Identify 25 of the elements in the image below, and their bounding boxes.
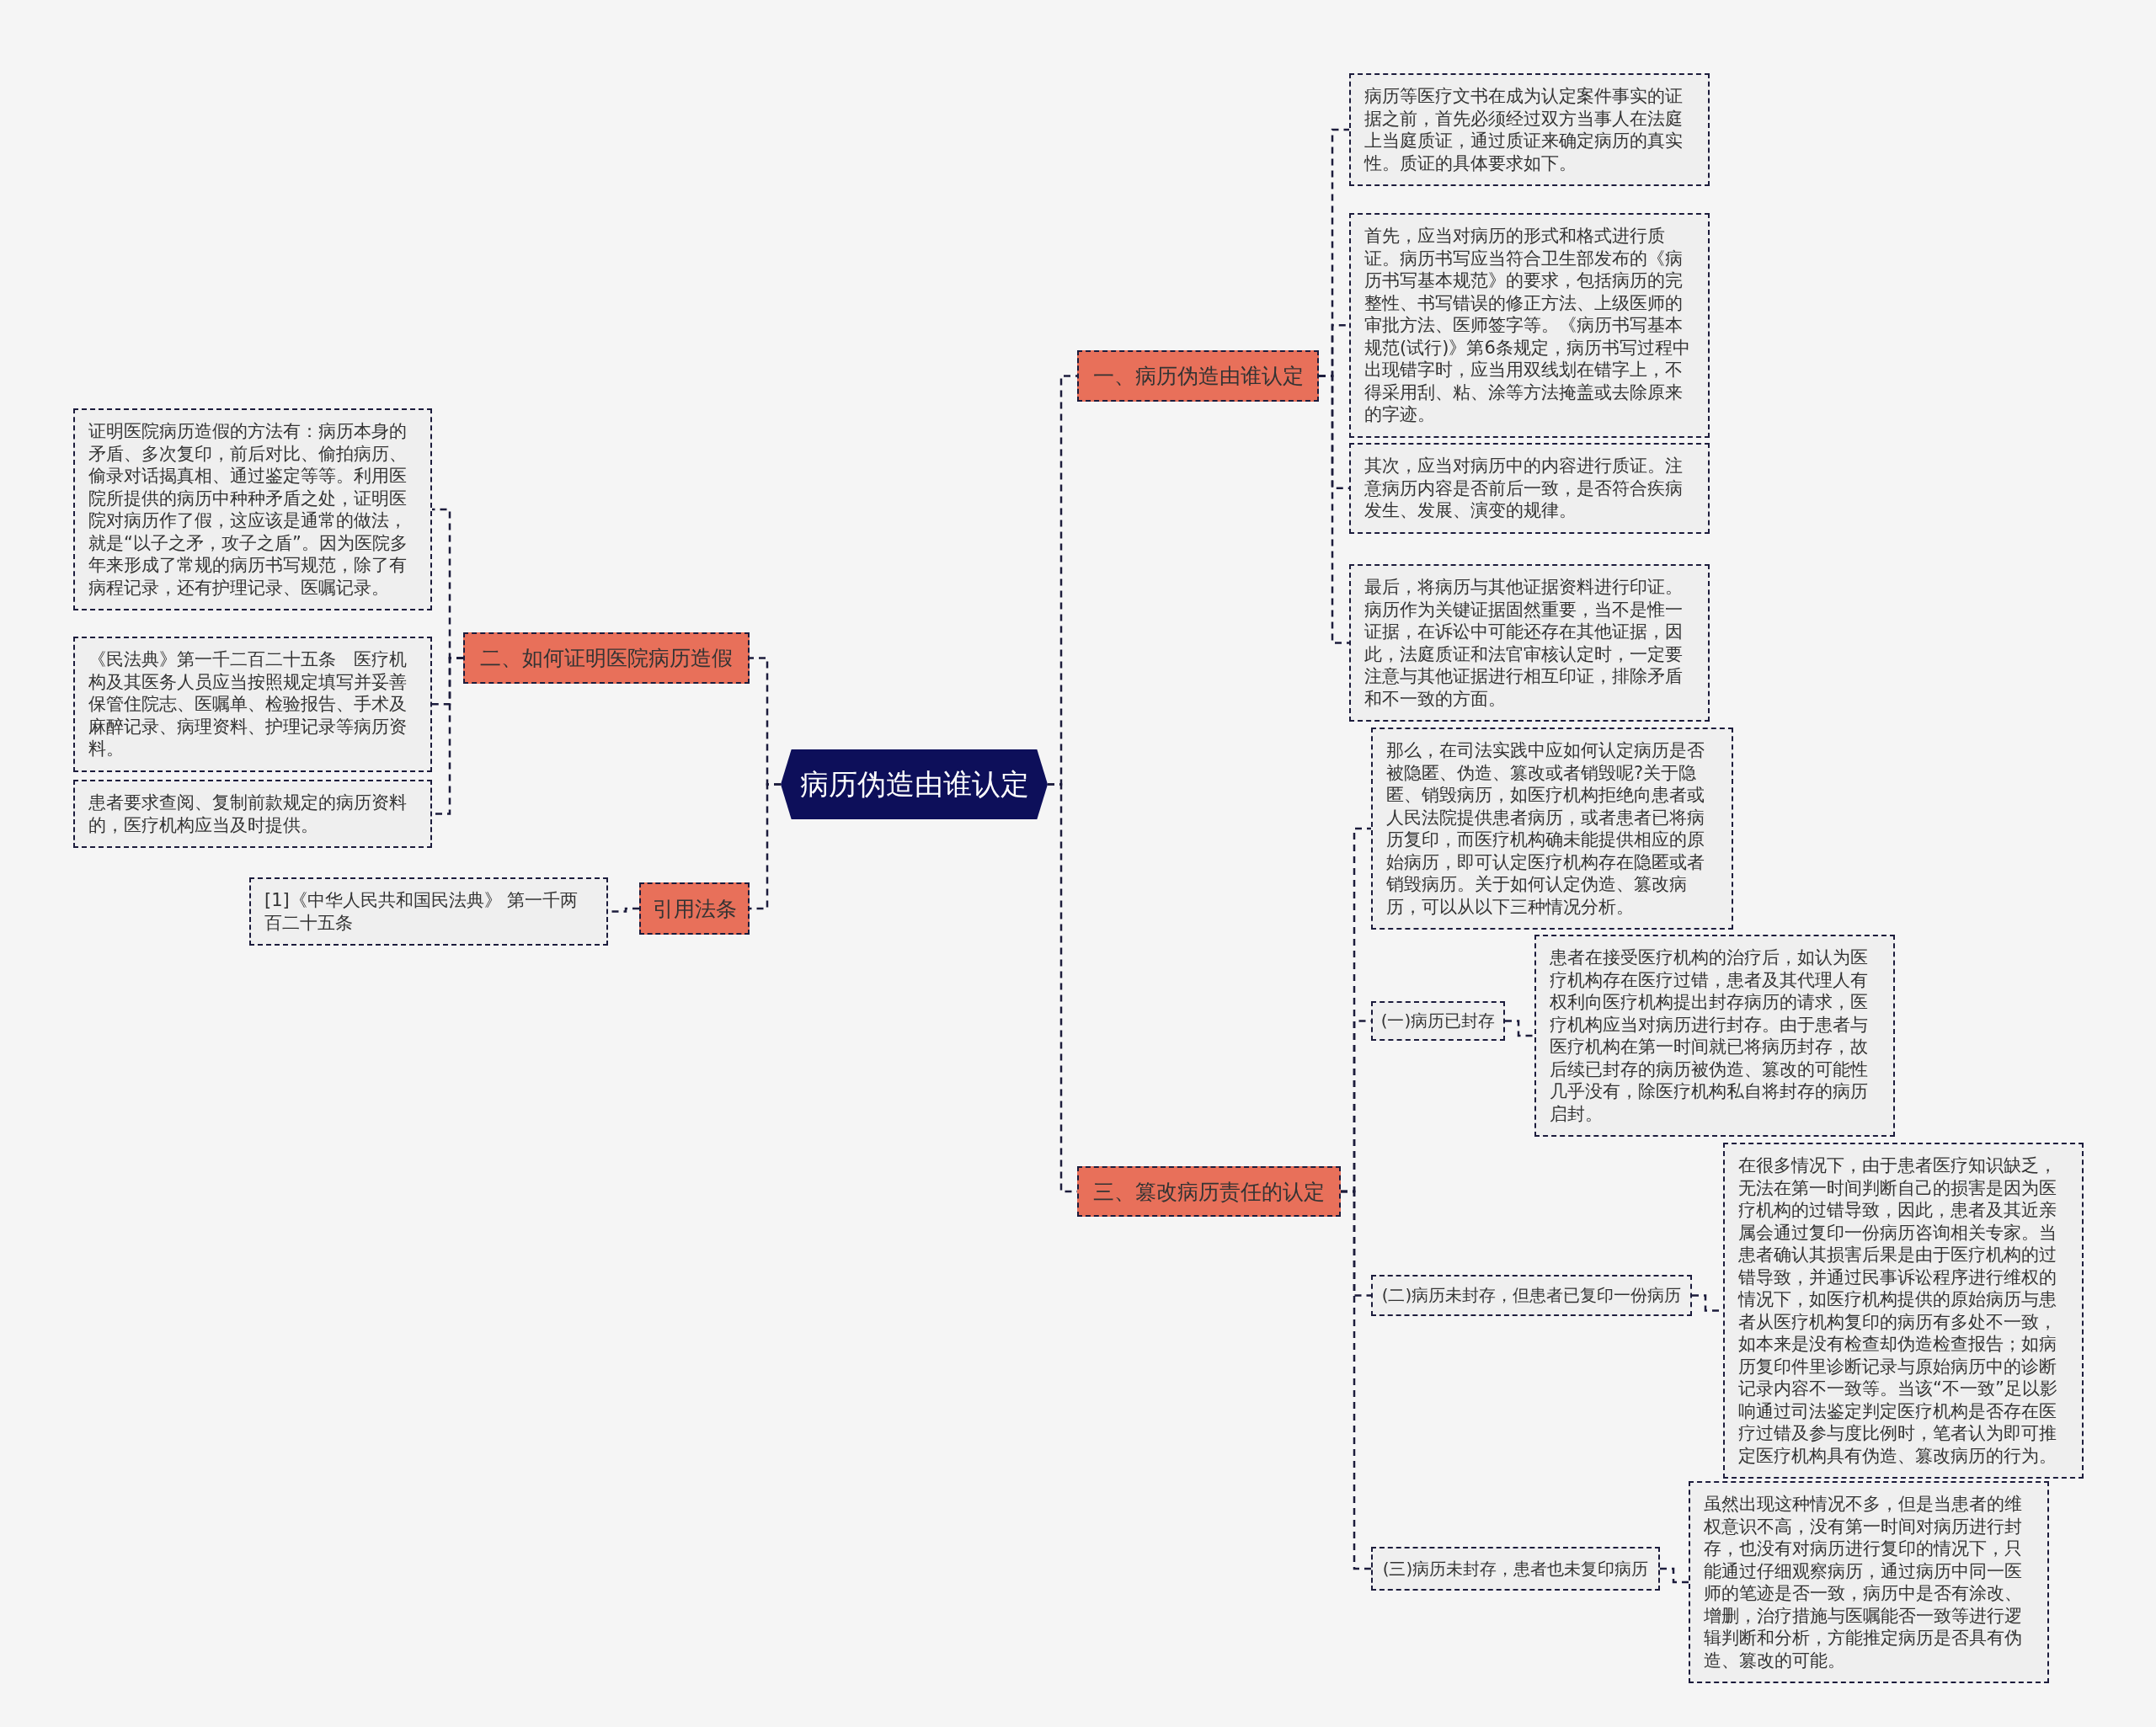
text-box: 《民法典》第一千二百二十五条 医疗机构及其医务人员应当按照规定填写并妥善保管住院志、医嘱单、检验报告、手术及麻醉记录、病理资料、护理记录等病历资料。 [73,637,432,772]
text-box: 病历等医疗文书在成为认定案件事实的证据之前，首先必须经过双方当事人在法庭上当庭质证，通过质证来确定病历的真实性。质证的具体要求如下。 [1349,73,1710,186]
connector [1319,375,1349,644]
connector [1660,1567,1689,1584]
text-box: 患者要求查阅、复制前款规定的病历资料的，医疗机构应当及时提供。 [73,780,432,848]
text-box: 在很多情况下，由于患者医疗知识缺乏，无法在第一时间判断自己的损害是因为医疗机构的过错导致，因此，患者及其近亲属会通过复印一份病历咨询相关专家。当患者确认其损害后果是由于医疗机构的过错导致，并通过民事诉讼程序进行维权的情况下，如医疗机构提供的原始病历与患者从医疗机构复印的病历有多处不一致，如本来是没有检查却伪造检查报告；如病历复印件里诊断记录与原始病历中的诊断记录内容不一致等。当该“不一致”足以影响通过司法鉴定判定医疗机构是否存在医疗过错及参与度比例时，笔者认为即可推定医疗机构具有伪造、篡改病历的行为。 [1723,1143,2084,1479]
text-box: 首先，应当对病历的形式和格式进行质证。病历书写应当符合卫生部发布的《病历书写基本规范》的要求，包括病历的完整性、书写错误的修正方法、上级医师的审批方法、医师签字等。《病历书写基本规范(试行)》第6条规定，病历书写过程中出现错字时，应当用双线划在错字上，不得采用刮、粘、涂等方法掩盖或去除原来的字迹。 [1349,213,1710,438]
connector [1341,1190,1371,1570]
text-box: 最后，将病历与其他证据资料进行印证。病历作为关键证据固然重要，当不是惟一证据，在诉讼中可能还存在其他证据，因此，法庭质证和法官审核认定时，一定要注意与其他证据进行相互印证，排除矛盾和不一致的方面。 [1349,564,1710,722]
subtopic-box: (一)病历已封存 [1371,1001,1505,1041]
branch-box: 二、如何证明医院病历造假 [463,632,750,684]
text-box: 虽然出现这种情况不多，但是当患者的维权意识不高，没有第一时间对病历进行封存，也没有对病历进行复印的情况下，只能通过仔细观察病历，通过病历中同一医师的笔迹是否一致，病历中是否有涂改、增删，治疗措施与医嘱能否一致等进行逻辑判断和分析，方能推定病历是否具有伪造、篡改的可能。 [1689,1481,2049,1683]
text-box: [1]《中华人民共和国民法典》 第一千两百二十五条 [249,877,608,946]
connector [750,783,781,910]
branch-box: 引用法条 [639,882,750,935]
central-topic: 病历伪造由谁认定 [781,749,1048,819]
text-box: 患者在接受医疗机构的治疗后，如认为医疗机构存在医疗过错，患者及其代理人有权利向医疗机构提出封存病历的请求，医疗机构应当对病历进行封存。由于患者与医疗机构在第一时间就已将病历封存，故后续已封存的病历被伪造、篡改的可能性几乎没有，除医疗机构私自将封存的病历启封。 [1534,935,1895,1137]
connector [1505,1020,1534,1037]
subtopic-box: (二)病历未封存，但患者已复印一份病历 [1371,1275,1692,1316]
text-box: 其次，应当对病历中的内容进行质证。注意病历内容是否前后一致，是否符合疾病发生、发展、演变的规律。 [1349,443,1710,534]
branch-box: 三、篡改病历责任的认定 [1077,1166,1341,1217]
text-box: 证明医院病历造假的方法有：病历本身的矛盾、多次复印，前后对比、偷拍病历、偷录对话揭真相、通过鉴定等等。利用医院所提供的病历中种种矛盾之处，证明医院对病历作了假，这应该是通常的做法，就是“以子之矛，攻子之盾”。因为医院多年来形成了常规的病历书写规范，除了有病程记录，还有护理记录、医嘱记录。 [73,408,432,610]
branch-box: 一、病历伪造由谁认定 [1077,350,1319,402]
subtopic-box: (三)病历未封存，患者也未复印病历 [1371,1547,1660,1591]
text-box: 那么，在司法实践中应如何认定病历是否被隐匿、伪造、篡改或者销毁呢?关于隐匿、销毁病历，如医疗机构拒绝向患者或人民法院提供患者病历，或者患者已将病历复印，而医疗机构确未能提供相应的原始病历，即可认定医疗机构存在隐匿或者销毁病历。关于如何认定伪造、篡改病历，可以从以下三种情况分析。 [1371,728,1733,930]
